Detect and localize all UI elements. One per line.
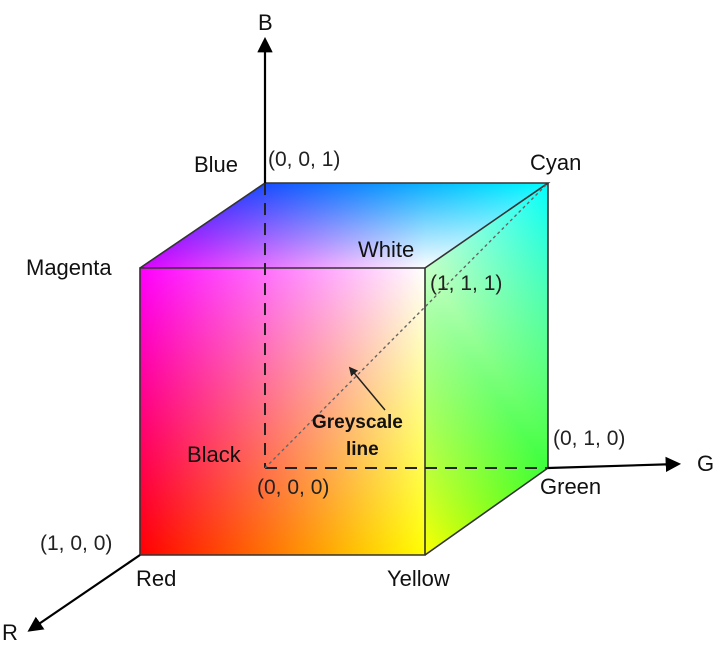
coord-blue: (0, 0, 1) (268, 148, 340, 171)
greyscale-annotation-line1: Greyscale (312, 412, 403, 433)
greyscale-pointer-arrow (348, 366, 386, 411)
hidden-edges (264, 183, 548, 469)
r-axis (27, 554, 141, 632)
corner-label-red: Red (136, 566, 176, 591)
corner-label-white: White (358, 237, 414, 262)
coord-black: (0, 0, 0) (257, 476, 329, 499)
axes (27, 36, 682, 632)
corner-label-black: Black (187, 442, 242, 467)
coord-red: (1, 0, 0) (40, 532, 112, 555)
coord-white: (1, 1, 1) (430, 272, 502, 295)
corner-label-yellow: Yellow (387, 566, 450, 591)
corner-label-cyan: Cyan (530, 150, 581, 175)
corner-label-blue: Blue (194, 152, 238, 177)
corner-label-green: Green (540, 474, 601, 499)
cube-front-face (140, 268, 425, 555)
r-axis-label: R (2, 620, 18, 645)
greyscale-annotation-line2: line (346, 439, 379, 460)
g-axis-label: G (697, 451, 714, 476)
coord-green: (0, 1, 0) (553, 427, 625, 450)
b-axis-label: B (258, 10, 273, 35)
corner-label-magenta: Magenta (26, 255, 112, 280)
greyscale-line (264, 182, 549, 469)
g-axis (547, 456, 682, 473)
